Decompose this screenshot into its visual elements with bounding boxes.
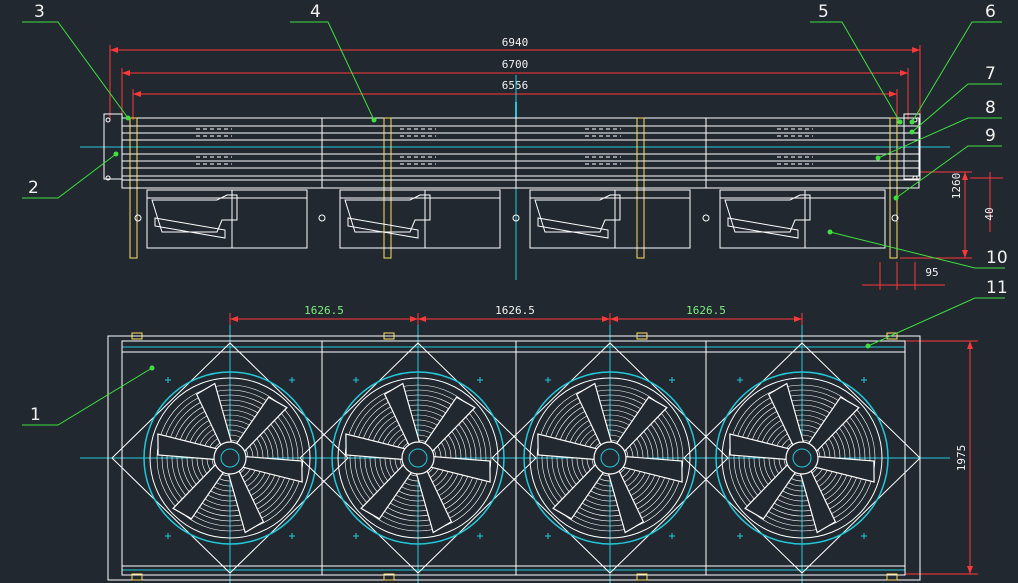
- dim-overall-length: 6940: [502, 36, 529, 49]
- fan-hub-core: [600, 448, 620, 468]
- fan-shroud: [331, 371, 505, 545]
- callout-1: 1: [30, 405, 41, 425]
- fan-hub-core: [220, 448, 240, 468]
- fan-guard-diamond: [683, 342, 921, 574]
- fan-ring-outer: [149, 377, 311, 539]
- callout-9: 9: [985, 126, 996, 146]
- callout-leaders: [22, 21, 1005, 426]
- fan-shroud: [523, 371, 697, 545]
- callout-2: 2: [28, 178, 39, 198]
- side-fan-units: [146, 189, 886, 249]
- front-dimension-arrows: [230, 316, 973, 574]
- fan-2: [299, 342, 537, 574]
- fan-corner-marks: [165, 377, 295, 539]
- coil-body: [103, 113, 921, 188]
- dim-fan-pitch-2: 1626.5: [495, 304, 535, 317]
- fan-hub: [593, 441, 627, 475]
- dim-offset: 95: [925, 266, 938, 279]
- fan-hub-core: [408, 448, 428, 468]
- coil-tube-marks: [196, 128, 813, 165]
- dim-height-front: 1975: [955, 445, 968, 472]
- fan-3: [491, 342, 729, 574]
- fan-blades: [537, 382, 683, 534]
- mounting-tabs: [131, 332, 898, 581]
- callout-5: 5: [818, 2, 829, 22]
- front-view: 1626.5 1626.5 1626.5 1975: [80, 304, 978, 583]
- fan-hub: [785, 441, 819, 475]
- fan-guard-diamond: [299, 342, 537, 574]
- fan-ring-outer: [529, 377, 691, 539]
- fan-group: [111, 342, 921, 574]
- fan-grille: [728, 384, 876, 532]
- fan-shroud: [715, 371, 889, 545]
- callout-3: 3: [34, 2, 45, 22]
- fan-shroud: [143, 371, 317, 545]
- fan-hub: [401, 441, 435, 475]
- dim-fan-pitch-1: 1626.5: [304, 304, 344, 317]
- dim-height-side: 1260: [950, 173, 963, 200]
- bottom-rail: [121, 179, 920, 189]
- callout-10: 10: [986, 248, 1008, 268]
- callout-11: 11: [986, 278, 1008, 298]
- fan-1: [111, 342, 349, 574]
- side-view: 6940 6700 6556 1260 40 95: [80, 36, 1003, 290]
- callout-dots: [113, 115, 915, 371]
- fan-guard-diamond: [491, 342, 729, 574]
- callout-7: 7: [985, 64, 996, 84]
- dim-fan-pitch-3: 1626.5: [686, 304, 726, 317]
- side-dimension-lines: [109, 45, 1003, 290]
- dim-body-length: 6700: [502, 58, 529, 71]
- fan-hub-core: [792, 448, 812, 468]
- fan-blades: [729, 382, 875, 534]
- fan-corner-marks: [545, 377, 675, 539]
- callout-6: 6: [985, 2, 996, 22]
- fan-4: [683, 342, 921, 574]
- fan-ring-outer: [337, 377, 499, 539]
- callout-4: 4: [310, 2, 321, 22]
- front-frame: [107, 335, 921, 581]
- fan-ring-outer: [721, 377, 883, 539]
- fan-hub: [213, 441, 247, 475]
- fan-guard-diamond: [111, 342, 349, 574]
- dim-frame-length: 6556: [502, 79, 529, 92]
- dim-leg: 40: [983, 207, 996, 220]
- side-dimension-arrows: [110, 47, 968, 258]
- fan-corner-marks: [353, 377, 483, 539]
- callout-8: 8: [985, 98, 996, 118]
- fan-blades: [345, 382, 491, 534]
- fan-corner-marks: [737, 377, 867, 539]
